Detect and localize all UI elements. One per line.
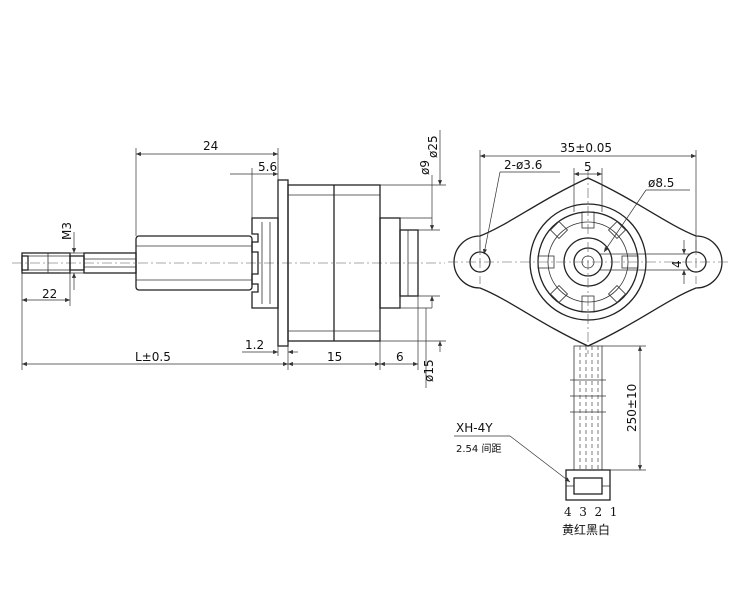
dim-holes-label: 2-ø3.6 [504, 158, 542, 172]
dim-total-length: L±0.5 [21, 306, 289, 370]
pin-numbers: 4 3 2 1 [564, 505, 617, 519]
dim-15: 15 [288, 341, 381, 370]
dim-holes: 2-ø3.6 [482, 158, 560, 255]
dim-35: 35±0.05 [479, 141, 697, 252]
dim-hub-label: ø8.5 [648, 176, 674, 190]
connector [565, 469, 611, 501]
dim-m3: M3 [60, 222, 84, 290]
dim-dia-15: ø15 [400, 217, 436, 388]
connector-model: XH-4Y [456, 421, 493, 435]
dim-15-label: 15 [327, 350, 342, 364]
threaded-tip [21, 252, 71, 274]
dim-dia-25-label: ø25 [426, 135, 440, 158]
dim-6: 6 [380, 296, 419, 370]
dim-total-length-label: L±0.5 [135, 350, 171, 364]
dim-250-label: 250±10 [625, 384, 639, 432]
flange-outline [453, 177, 723, 347]
lead-wires [570, 345, 606, 471]
connector-pitch: 2.54 间距 [456, 442, 501, 455]
dim-dia-9-label: ø9 [418, 160, 432, 175]
dim-35-label: 35±0.05 [560, 141, 612, 155]
dim-hub: ø8.5 [603, 176, 690, 253]
dim-m3-label: M3 [60, 222, 74, 240]
dim-22-label: 22 [42, 287, 57, 301]
dim-4-label: 4 [670, 260, 684, 268]
dim-5: 5 [573, 160, 603, 212]
dim-4: 4 [600, 240, 690, 284]
dim-1-2-label: 1.2 [245, 338, 264, 352]
connector-callout: XH-4Y 2.54 间距 [454, 421, 571, 483]
dim-1-2: 1.2 [242, 338, 298, 356]
side-view: 24 5.6 M3 22 L±0.5 [12, 130, 446, 388]
dim-250: 250±10 [602, 345, 646, 471]
front-view: 35±0.05 2-ø3.6 5 ø8.5 4 [448, 141, 730, 537]
dim-dia-25: ø25 [380, 130, 446, 352]
shaft-sleeve [135, 235, 253, 291]
gear-collar [251, 217, 279, 309]
dim-24: 24 [135, 139, 279, 236]
dim-6-label: 6 [396, 350, 404, 364]
wire-colors: 黄红黑白 [562, 522, 610, 537]
dim-dia-9: ø9 [418, 160, 440, 308]
dim-24-label: 24 [203, 139, 218, 153]
dim-22: 22 [21, 273, 71, 306]
motor-body [277, 179, 419, 347]
dim-5-6-label: 5.6 [258, 160, 277, 174]
dim-dia-15-label: ø15 [422, 359, 436, 382]
dim-5-6: 5.6 [230, 160, 278, 218]
dim-5-label: 5 [584, 160, 592, 174]
